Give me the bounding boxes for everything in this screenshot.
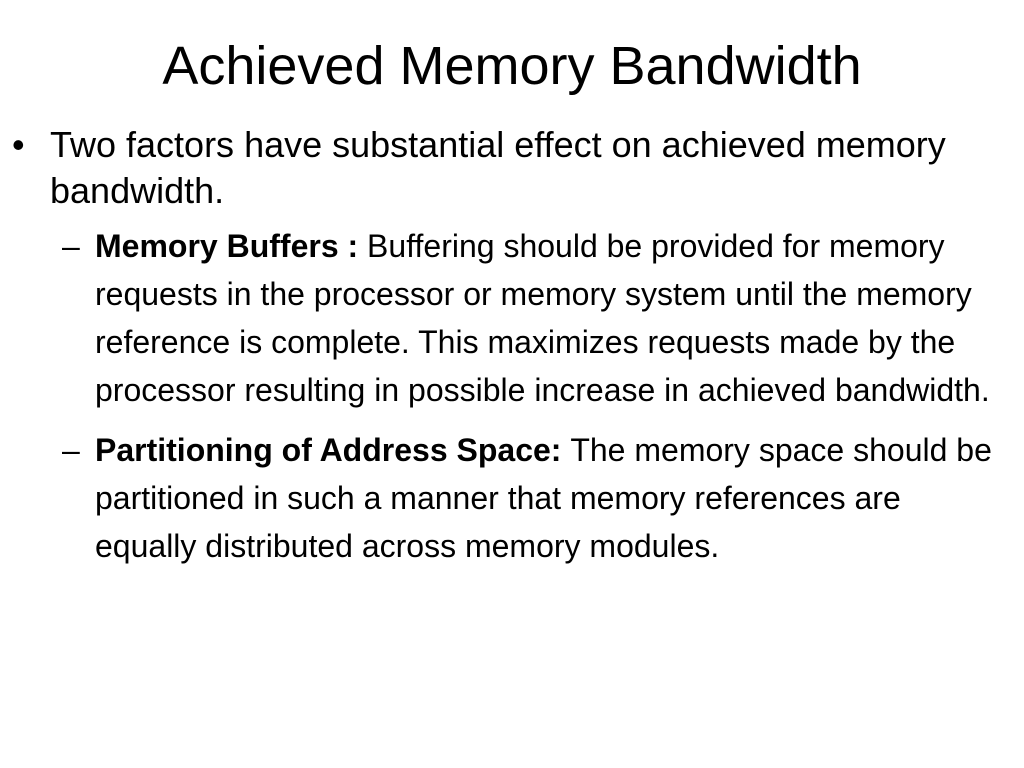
- slide-title: Achieved Memory Bandwidth: [162, 36, 862, 96]
- sub-bullet-text: Buffering should be provided for memory …: [95, 228, 990, 408]
- sub-bullet-memory-buffers: – Memory Buffers : Buffering should be p…: [0, 222, 995, 414]
- slide-body: • Two factors have substantial effect on…: [0, 122, 1024, 582]
- bullet-item: • Two factors have substantial effect on…: [0, 122, 980, 214]
- sub-bullet-term: Memory Buffers :: [95, 228, 368, 264]
- bullet-marker: •: [12, 124, 25, 165]
- sub-bullet-marker: –: [62, 228, 80, 264]
- sub-bullet-partitioning: – Partitioning of Address Space: The mem…: [0, 426, 995, 570]
- sub-bullet-marker: –: [62, 432, 80, 468]
- sub-bullet-text: The memory space should be partitioned i…: [95, 432, 992, 564]
- bullet-text: Two factors have substantial effect on a…: [50, 124, 946, 211]
- sub-bullet-term: Partitioning of Address Space:: [95, 432, 571, 468]
